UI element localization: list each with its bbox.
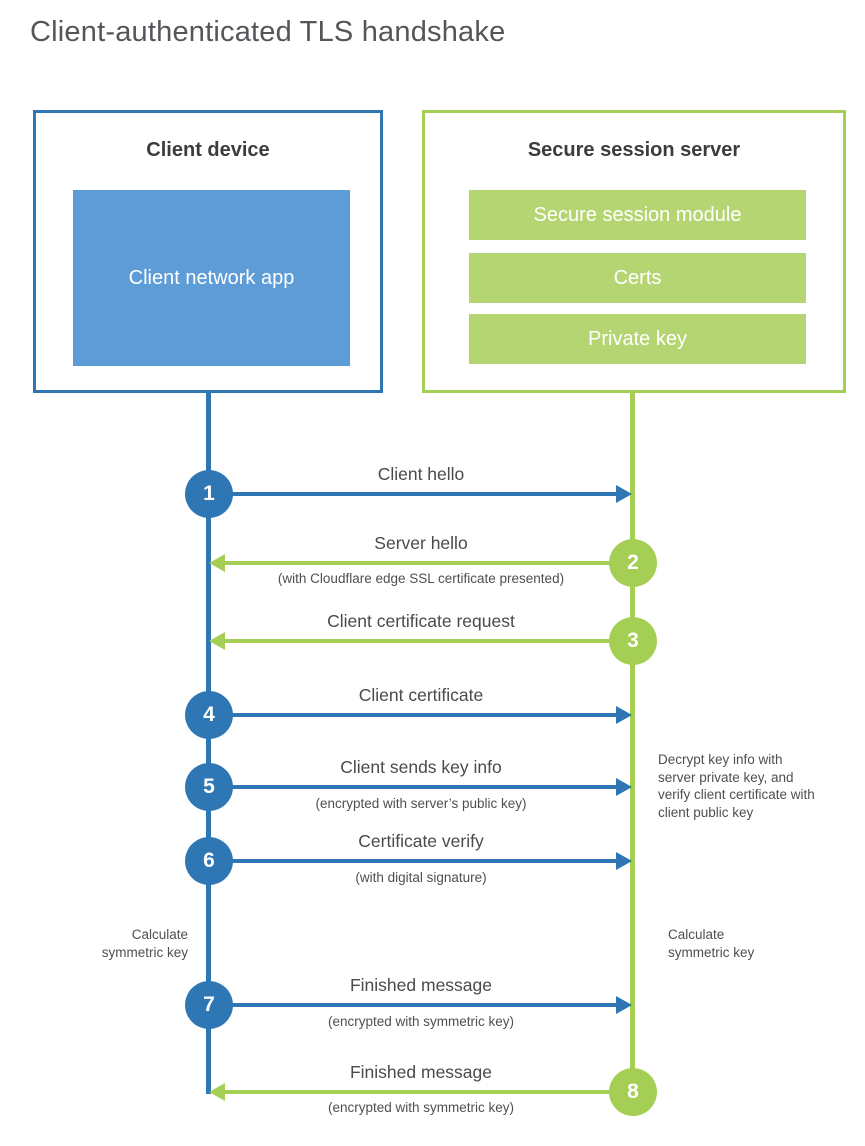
- message-note-8: (encrypted with symmetric key): [327, 1100, 515, 1115]
- arrow-head-step-2: [209, 554, 225, 572]
- arrow-head-step-7: [616, 996, 632, 1014]
- step-circle-6: 6: [185, 837, 233, 885]
- client-device-box: Client device Client network app: [33, 110, 383, 393]
- message-label-5: Client sends key info: [340, 757, 502, 777]
- step-number-7: 7: [203, 993, 215, 1016]
- message-note-2: (with Cloudflare edge SSL certificate pr…: [277, 571, 565, 586]
- client-lifeline: [206, 392, 211, 1094]
- arrow-head-step-5: [616, 778, 632, 796]
- server-lifeline: [630, 392, 635, 1094]
- message-note-5: (encrypted with server’s public key): [315, 796, 527, 811]
- step-circle-8: 8: [609, 1068, 657, 1116]
- step-number-4: 4: [203, 703, 215, 726]
- step-circle-1: 1: [185, 470, 233, 518]
- server-decrypt-note: Decrypt key info with server private key…: [658, 752, 815, 820]
- message-note-7: (encrypted with symmetric key): [327, 1014, 515, 1029]
- arrow-head-step-6: [616, 852, 632, 870]
- message-label-4: Client certificate: [358, 685, 484, 705]
- message-label-7: Finished message: [349, 975, 493, 995]
- step-circle-5: 5: [185, 763, 233, 811]
- client-box-title: Client device: [146, 139, 270, 161]
- message-label-3: Client certificate request: [327, 611, 515, 631]
- arrow-line-step-4: [211, 713, 618, 717]
- server-module-private-key: Private key: [469, 314, 806, 364]
- message-note-6: (with digital signature): [355, 870, 487, 885]
- server-box-title: Secure session server: [527, 139, 741, 161]
- arrow-line-step-6: [211, 859, 618, 863]
- secure-session-server-box: Secure session server Secure session mod…: [422, 110, 846, 393]
- step-number-3: 3: [627, 629, 639, 652]
- message-label-2: Server hello: [374, 533, 468, 553]
- server-module-certs: Certs: [469, 253, 806, 303]
- arrow-head-step-3: [209, 632, 225, 650]
- client-calculate-note: Calculate symmetric key: [101, 927, 188, 960]
- server-module-secure-session: Secure session module: [469, 190, 806, 240]
- message-label-1: Client hello: [377, 464, 465, 484]
- client-network-app-label: Client network app: [128, 266, 295, 289]
- arrow-line-step-7: [211, 1003, 618, 1007]
- message-label-6: Certificate verify: [358, 831, 484, 851]
- arrow-line-step-2: [224, 561, 633, 565]
- step-circle-3: 3: [609, 617, 657, 665]
- step-number-1: 1: [203, 482, 215, 505]
- step-number-8: 8: [627, 1080, 639, 1103]
- arrow-head-step-1: [616, 485, 632, 503]
- message-label-8: Finished message: [349, 1062, 493, 1082]
- server-calculate-note: Calculate symmetric key: [668, 927, 755, 960]
- step-circle-2: 2: [609, 539, 657, 587]
- arrow-line-step-3: [224, 639, 633, 643]
- step-number-6: 6: [203, 849, 215, 872]
- step-number-2: 2: [627, 551, 639, 574]
- arrow-line-step-1: [211, 492, 618, 496]
- arrow-head-step-4: [616, 706, 632, 724]
- arrow-line-step-5: [211, 785, 618, 789]
- client-network-app-box: Client network app: [73, 190, 350, 366]
- page-title: Client-authenticated TLS handshake: [30, 16, 506, 48]
- step-number-5: 5: [203, 775, 215, 798]
- arrow-line-step-8: [224, 1090, 633, 1094]
- step-circle-7: 7: [185, 981, 233, 1029]
- arrow-head-step-8: [209, 1083, 225, 1101]
- step-circle-4: 4: [185, 691, 233, 739]
